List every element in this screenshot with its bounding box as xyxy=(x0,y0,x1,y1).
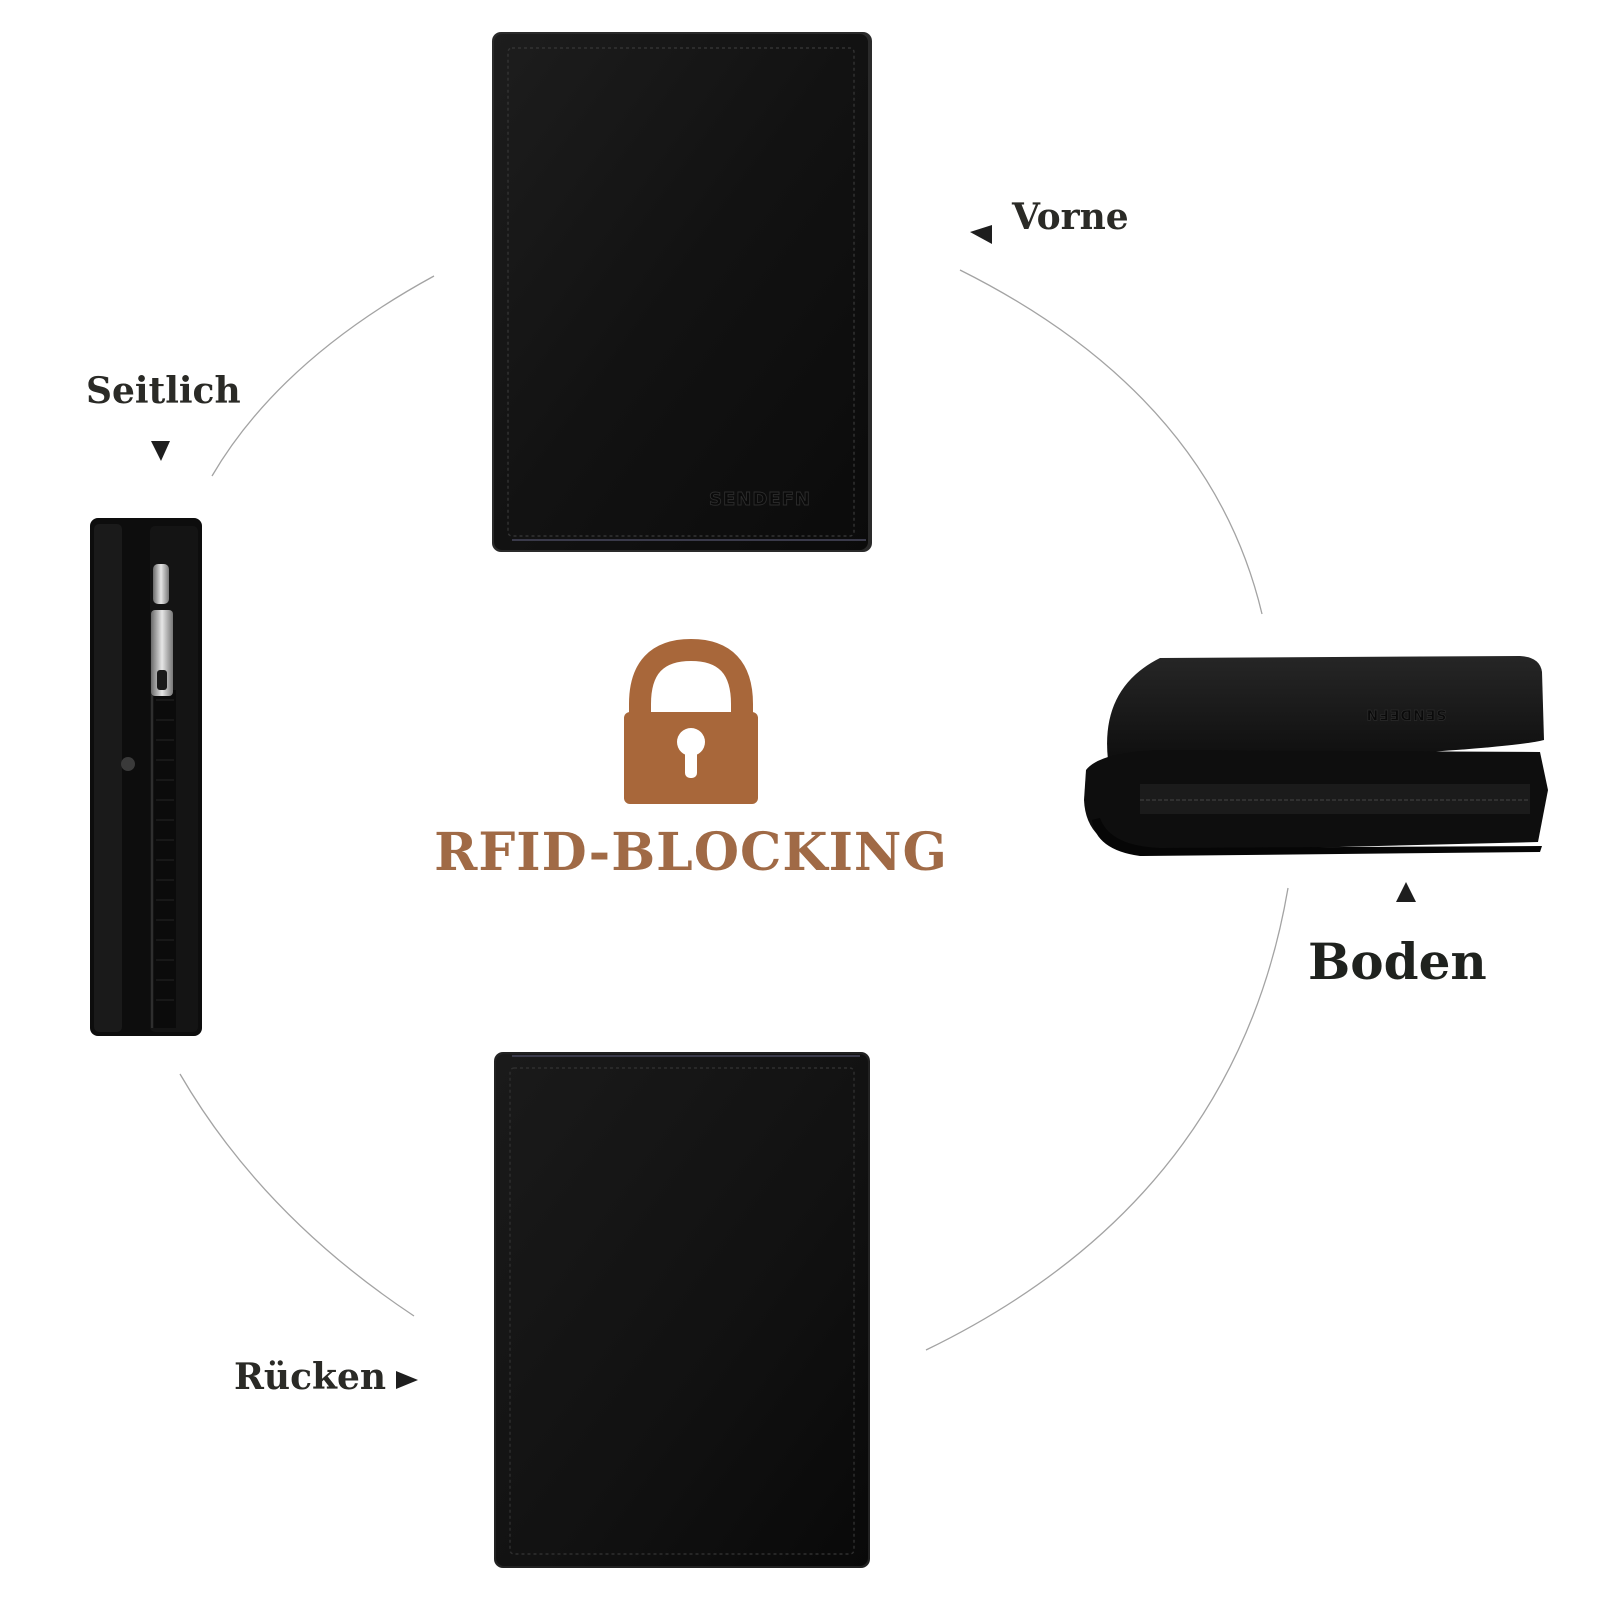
padlock-icon xyxy=(624,638,758,804)
zipper-pull-icon xyxy=(151,564,173,696)
brand-emboss-bottom: SENDEFN xyxy=(1366,706,1447,722)
arc-top-left xyxy=(211,275,435,477)
label-side: Seitlich xyxy=(86,370,241,412)
arc-bottom-left xyxy=(179,1073,415,1317)
arrow-side-icon xyxy=(151,441,170,461)
label-front: Vorne xyxy=(1012,196,1129,238)
arrow-front-icon xyxy=(970,225,992,244)
arrow-back-icon xyxy=(396,1371,418,1389)
arc-bottom-right xyxy=(925,887,1289,1351)
arrows xyxy=(151,225,1416,1389)
connector-arcs xyxy=(179,269,1289,1351)
wallet-back-view xyxy=(494,1052,870,1568)
wallet-bottom-view: SENDEFN xyxy=(1084,656,1548,856)
rfid-blocking-title: RFID-BLOCKING xyxy=(434,822,948,883)
brand-emboss: SENDEFN xyxy=(709,489,811,510)
wallet-side-view xyxy=(90,518,202,1036)
label-back: Rücken xyxy=(234,1356,387,1398)
label-bottom: Boden xyxy=(1308,932,1487,991)
arrow-bottom-icon xyxy=(1396,882,1416,902)
wallet-front-view: SENDEFN xyxy=(492,32,872,552)
arc-top-right xyxy=(959,269,1263,615)
